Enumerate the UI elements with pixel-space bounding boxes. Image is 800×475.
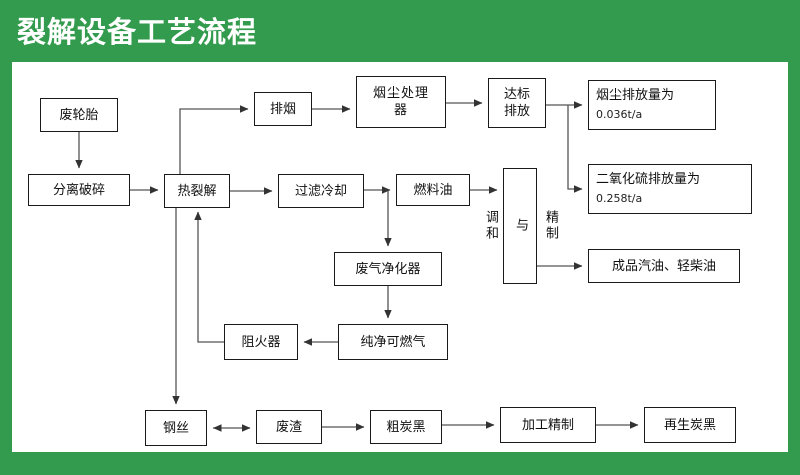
node-separate-crush[interactable]: 分离破碎 bbox=[28, 174, 130, 206]
node-filter-cooling[interactable]: 过滤冷却 bbox=[278, 174, 364, 208]
node-standard-discharge[interactable]: 达标 排放 bbox=[488, 78, 546, 128]
node-finished-oil[interactable]: 成品汽油、轻柴油 bbox=[588, 249, 740, 283]
page-title: 裂解设备工艺流程 bbox=[17, 15, 258, 49]
dust-emission-value: 0.036t/a bbox=[596, 108, 643, 121]
node-crude-carbon[interactable]: 粗炭黑 bbox=[370, 410, 442, 444]
node-pyrolysis[interactable]: 热裂解 bbox=[164, 174, 230, 208]
node-exhaust-smoke[interactable]: 排烟 bbox=[254, 92, 312, 126]
so2-emission-value: 0.258t/a bbox=[596, 192, 643, 205]
node-recycled-carbon[interactable]: 再生炭黑 bbox=[644, 407, 736, 443]
connector-layer bbox=[75, 99, 639, 432]
edge-pyrolysis-to-smoke bbox=[179, 105, 249, 174]
node-process-refine[interactable]: 加工精制 bbox=[500, 407, 596, 443]
page-header: 裂解设备工艺流程 bbox=[0, 0, 800, 62]
edge-standard-to-so2 bbox=[567, 105, 583, 193]
edge-arrester-to-pyrolysis bbox=[194, 211, 224, 343]
node-dust-emission[interactable]: 烟尘排放量为 0.036t/a bbox=[588, 80, 716, 130]
node-dust-treatment[interactable]: 烟尘处理 器 bbox=[356, 76, 446, 128]
node-waste-tire[interactable]: 废轮胎 bbox=[40, 98, 118, 132]
node-clean-gas[interactable]: 纯净可燃气 bbox=[338, 324, 448, 360]
diagram-canvas: 废轮胎 分离破碎 热裂解 排烟 烟尘处理 器 达标 排放 烟尘排放量为 0.03… bbox=[12, 62, 788, 452]
so2-emission-label: 二氧化硫排放量为 bbox=[596, 172, 701, 187]
node-fuel-oil[interactable]: 燃料油 bbox=[396, 174, 470, 206]
node-steel-wire[interactable]: 钢丝 bbox=[145, 410, 207, 446]
dust-emission-label: 烟尘排放量为 bbox=[596, 88, 675, 103]
node-so2-emission[interactable]: 二氧化硫排放量为 0.258t/a bbox=[588, 164, 752, 214]
node-gas-purifier[interactable]: 废气净化器 bbox=[334, 252, 442, 286]
node-refine-blend[interactable]: 精制 与 调和 bbox=[483, 168, 558, 284]
flowchart-diagram: 废轮胎 分离破碎 热裂解 排烟 烟尘处理 器 达标 排放 烟尘排放量为 0.03… bbox=[12, 62, 788, 452]
node-flame-arrester[interactable]: 阻火器 bbox=[224, 324, 298, 360]
node-waste-residue[interactable]: 废渣 bbox=[256, 410, 322, 444]
